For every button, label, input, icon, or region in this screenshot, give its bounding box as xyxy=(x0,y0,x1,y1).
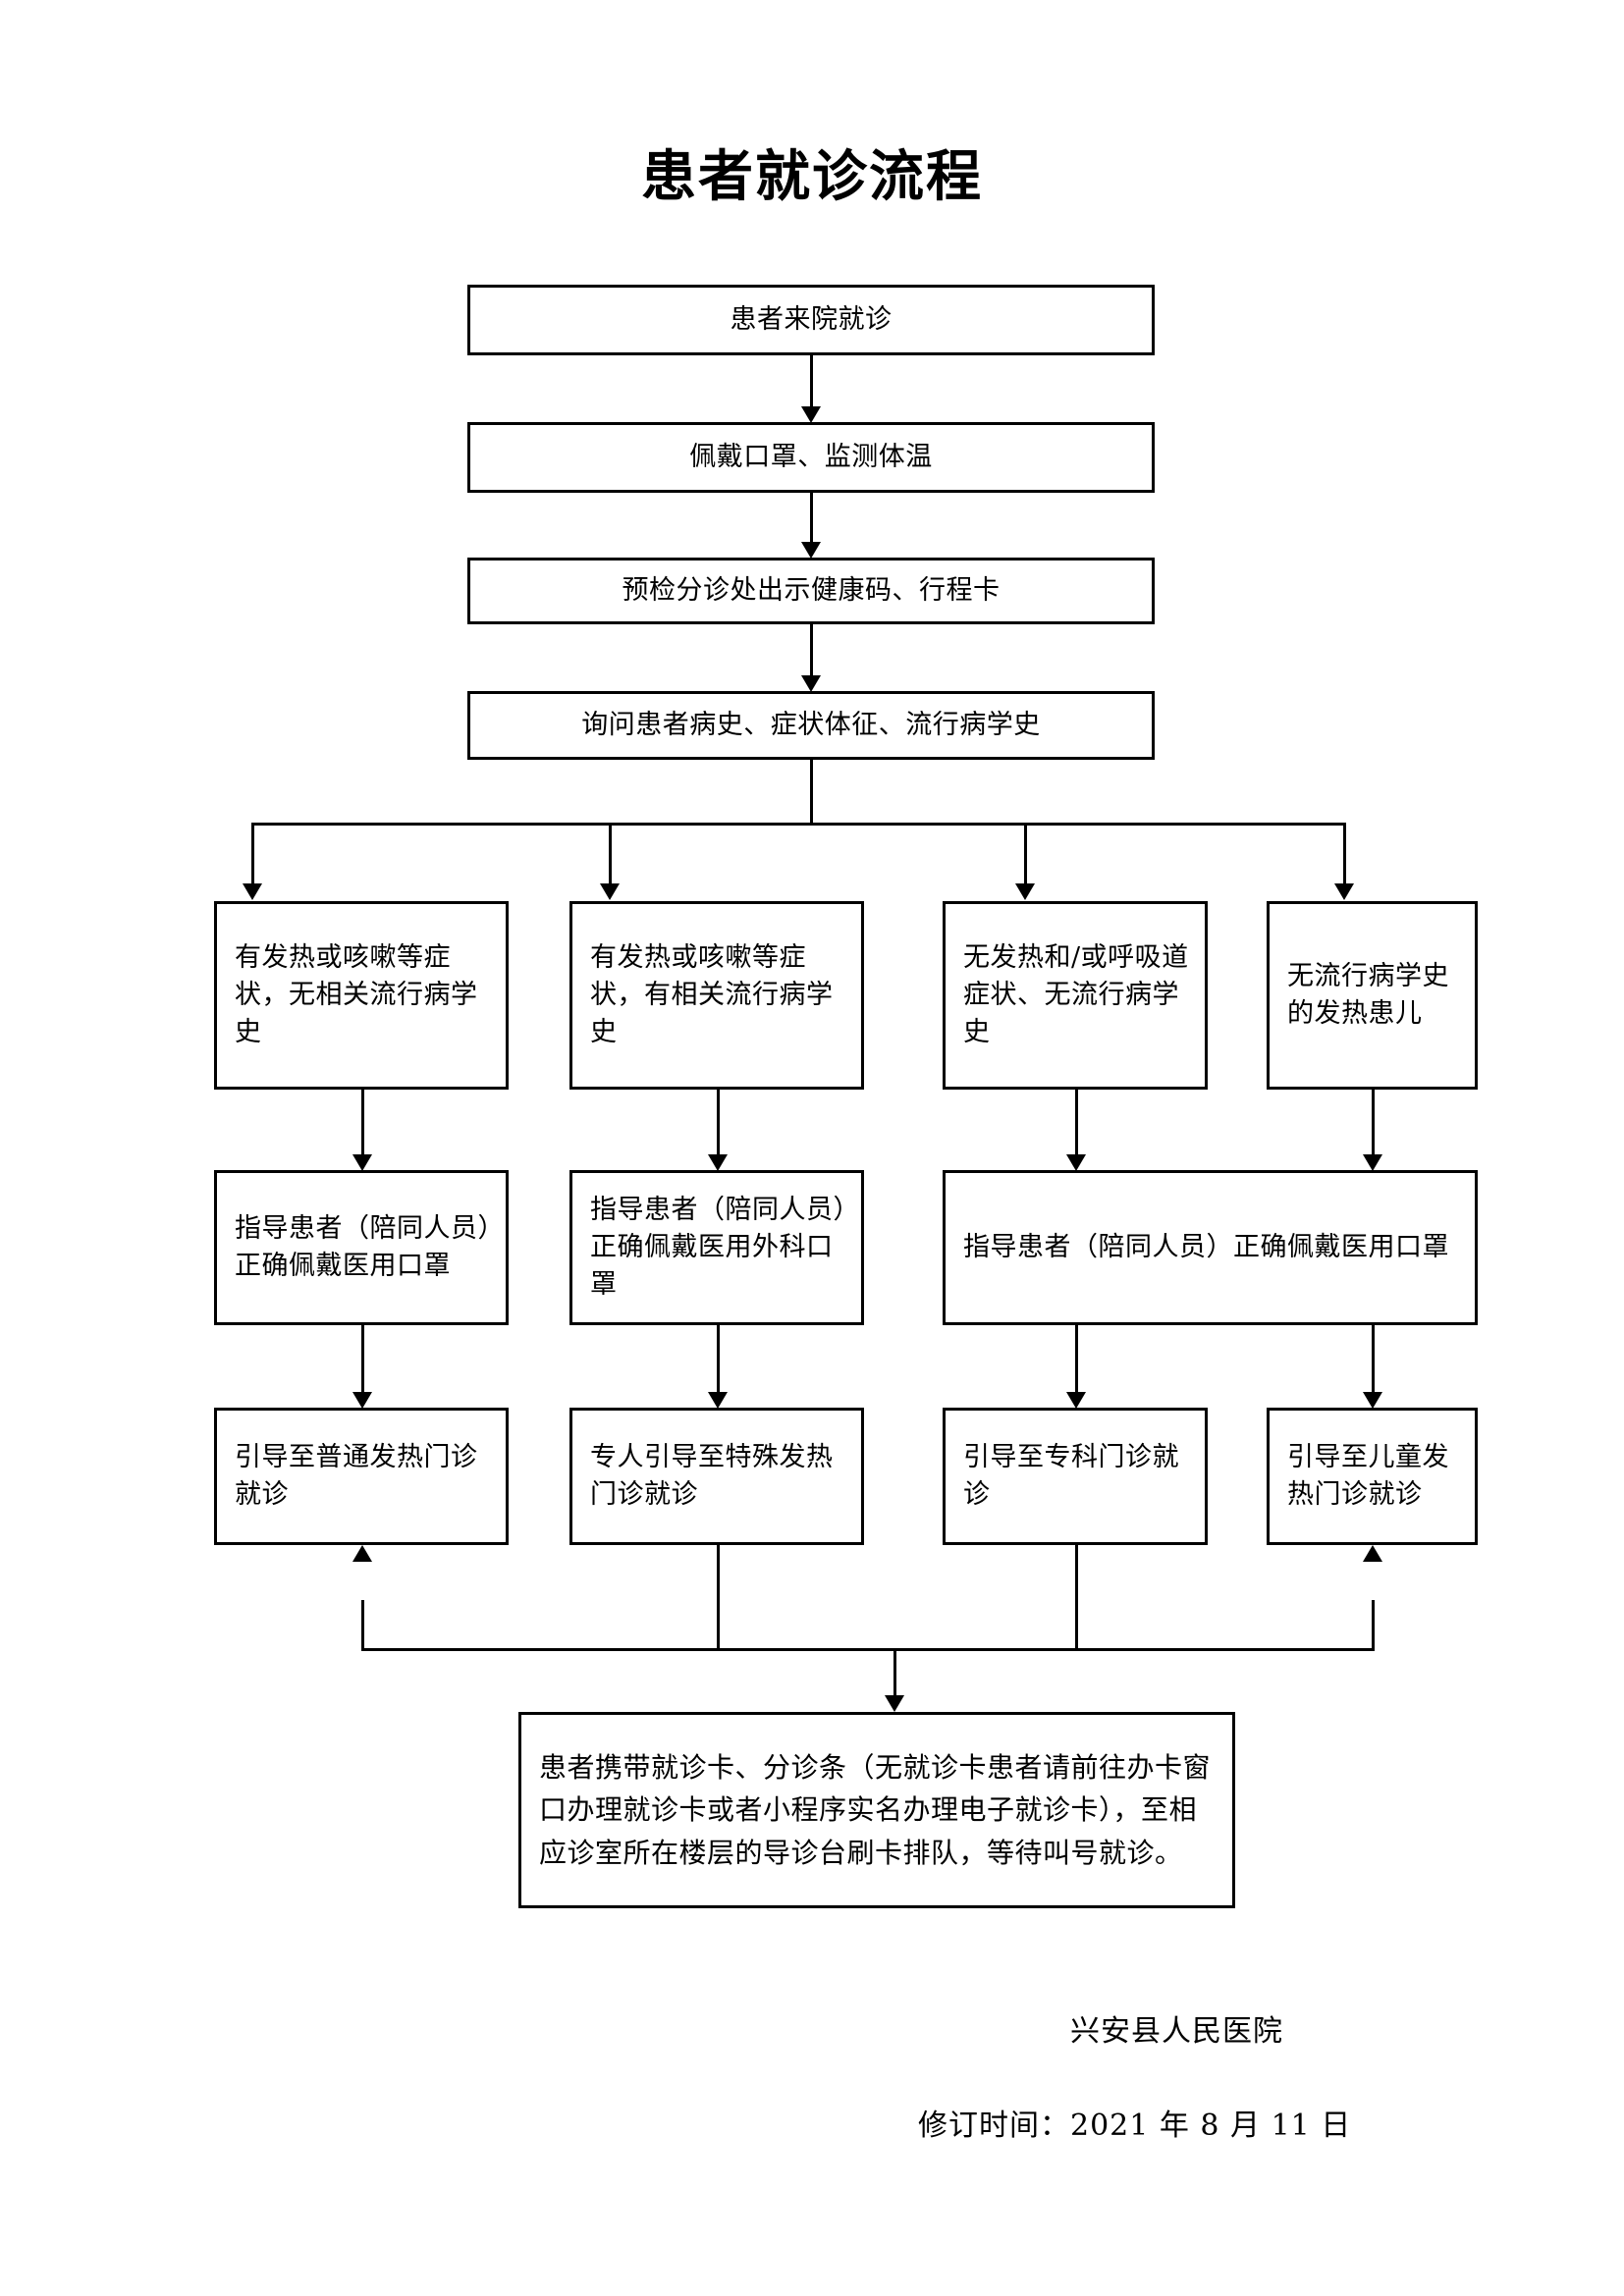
arrowhead-guide-4 xyxy=(1363,1154,1382,1171)
arrowhead-branch-1 xyxy=(243,883,262,900)
connector-bus-drop-4 xyxy=(1343,823,1346,893)
branch-condition-label-4: 无流行病学史的发热患儿 xyxy=(1287,960,1449,1029)
arrowhead-branch-2 xyxy=(600,883,620,900)
page-title: 患者就诊流程 xyxy=(641,144,983,209)
arrowhead-dest-3 xyxy=(1066,1392,1086,1409)
connector-dest4-stem xyxy=(1372,1600,1375,1651)
branch-condition-box-1: 有发热或咳嗽等症状，无相关流行病学史 xyxy=(214,901,509,1090)
connector-guide2-to-dest2 xyxy=(717,1325,720,1402)
arrowhead-dest-2 xyxy=(708,1392,728,1409)
branch-condition-box-4: 无流行病学史的发热患儿 xyxy=(1267,901,1478,1090)
guidance-label-1: 指导患者（陪同人员）正确佩戴医用口罩 xyxy=(235,1212,492,1281)
connector-cond4-to-guide3 xyxy=(1372,1090,1375,1164)
connector-cond1-to-guide1 xyxy=(361,1090,364,1164)
guidance-box-1: 指导患者（陪同人员）正确佩戴医用口罩 xyxy=(214,1170,509,1325)
final-step-box: 患者携带就诊卡、分诊条（无就诊卡患者请前往办卡窗口办理就诊卡或者小程序实名办理电… xyxy=(518,1712,1235,1908)
guidance-box-2: 指导患者（陪同人员）正确佩戴医用外科口罩 xyxy=(569,1170,864,1325)
arrowhead-dest-4 xyxy=(1363,1392,1382,1409)
connector-merge-bus xyxy=(361,1648,1375,1651)
connector-cond3-to-guide3 xyxy=(1075,1090,1078,1164)
destination-box-2: 专人引导至特殊发热门诊就诊 xyxy=(569,1408,864,1545)
guidance-box-shared-right: 指导患者（陪同人员）正确佩戴医用口罩 xyxy=(943,1170,1478,1325)
connector-arrival-to-mask xyxy=(810,355,813,416)
connector-bus-drop-2 xyxy=(609,823,612,893)
arrowhead-final xyxy=(885,1695,904,1712)
branch-condition-label-3: 无发热和/或呼吸道症状、无流行病学史 xyxy=(963,941,1189,1048)
arrowhead-guide-2 xyxy=(708,1154,728,1171)
branch-condition-label-2: 有发热或咳嗽等症状，有相关流行病学史 xyxy=(590,941,834,1048)
connector-guide3-to-dest3 xyxy=(1075,1325,1078,1402)
connector-bus-drop-1 xyxy=(251,823,254,893)
arrowhead-dest1-up xyxy=(352,1545,372,1562)
step-box-medical-history-label: 询问患者病史、症状体征、流行病学史 xyxy=(581,709,1041,740)
connector-mask-to-code xyxy=(810,493,813,552)
connector-history-stem xyxy=(810,760,813,825)
guidance-label-shared-right: 指导患者（陪同人员）正确佩戴医用口罩 xyxy=(963,1231,1449,1262)
arrowhead-code-to-history xyxy=(801,675,821,692)
connector-cond2-to-guide2 xyxy=(717,1090,720,1164)
connector-bus-drop-3 xyxy=(1024,823,1027,893)
step-box-arrival: 患者来院就诊 xyxy=(467,285,1155,355)
destination-box-1: 引导至普通发热门诊就诊 xyxy=(214,1408,509,1545)
guidance-label-2: 指导患者（陪同人员）正确佩戴医用外科口罩 xyxy=(590,1194,847,1301)
footer-revision-date: 修订时间：2021 年 8 月 11 日 xyxy=(918,2109,1352,2143)
connector-dest2-stem xyxy=(717,1545,720,1651)
step-box-mask-temperature: 佩戴口罩、监测体温 xyxy=(467,422,1155,493)
arrowhead-dest4-up xyxy=(1363,1545,1382,1562)
arrowhead-branch-4 xyxy=(1334,883,1354,900)
footer-organization: 兴安县人民医院 xyxy=(1070,2014,1283,2049)
destination-label-1: 引导至普通发热门诊就诊 xyxy=(235,1441,478,1510)
connector-guide1-to-dest1 xyxy=(361,1325,364,1402)
destination-label-4: 引导至儿童发热门诊就诊 xyxy=(1287,1441,1449,1510)
connector-branch-bus xyxy=(251,823,1345,826)
arrowhead-guide-1 xyxy=(352,1154,372,1171)
arrowhead-arrival-to-mask xyxy=(801,406,821,423)
destination-label-2: 专人引导至特殊发热门诊就诊 xyxy=(590,1441,834,1510)
branch-condition-box-2: 有发热或咳嗽等症状，有相关流行病学史 xyxy=(569,901,864,1090)
step-box-medical-history: 询问患者病史、症状体征、流行病学史 xyxy=(467,691,1155,760)
connector-code-to-history xyxy=(810,624,813,685)
connector-merge-to-final xyxy=(893,1648,896,1705)
branch-condition-label-1: 有发热或咳嗽等症状，无相关流行病学史 xyxy=(235,941,478,1048)
step-box-health-code: 预检分诊处出示健康码、行程卡 xyxy=(467,558,1155,624)
connector-dest1-stem xyxy=(361,1600,364,1651)
step-box-mask-temperature-label: 佩戴口罩、监测体温 xyxy=(689,441,933,472)
arrowhead-guide-3 xyxy=(1066,1154,1086,1171)
destination-label-3: 引导至专科门诊就诊 xyxy=(963,1441,1179,1510)
branch-condition-box-3: 无发热和/或呼吸道症状、无流行病学史 xyxy=(943,901,1208,1090)
destination-box-4: 引导至儿童发热门诊就诊 xyxy=(1267,1408,1478,1545)
connector-guide3-to-dest4 xyxy=(1372,1325,1375,1402)
arrowhead-dest-1 xyxy=(352,1392,372,1409)
connector-dest3-stem xyxy=(1075,1545,1078,1651)
destination-box-3: 引导至专科门诊就诊 xyxy=(943,1408,1208,1545)
step-box-health-code-label: 预检分诊处出示健康码、行程卡 xyxy=(622,574,1001,606)
step-box-arrival-label: 患者来院就诊 xyxy=(730,303,893,335)
final-step-label: 患者携带就诊卡、分诊条（无就诊卡患者请前往办卡窗口办理就诊卡或者小程序实名办理电… xyxy=(539,1750,1212,1869)
arrowhead-branch-3 xyxy=(1015,883,1035,900)
arrowhead-mask-to-code xyxy=(801,542,821,559)
